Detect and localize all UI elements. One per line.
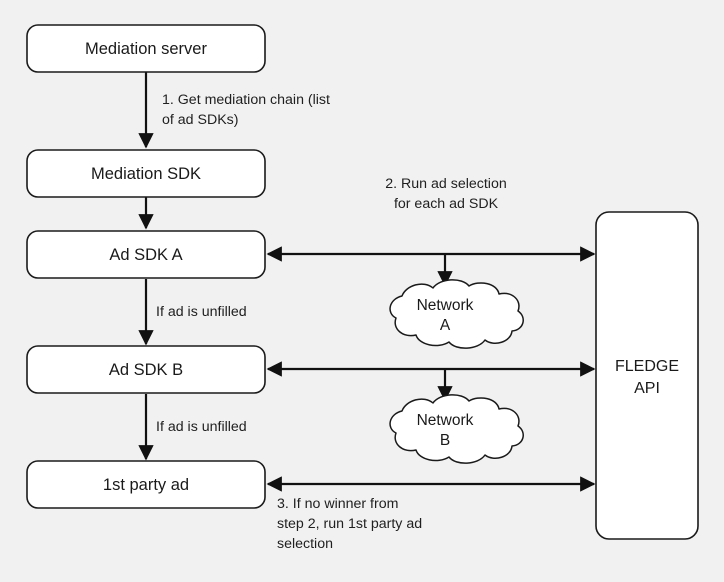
- node-mediation-sdk[interactable]: Mediation SDK: [26, 149, 266, 198]
- node-first-party-ad-label: 1st party ad: [103, 476, 189, 494]
- edge-label-step3: 3. If no winner from step 2, run 1st par…: [277, 496, 423, 552]
- edge-label-if-ad-unfilled-b: If ad is unfilled: [156, 419, 247, 435]
- node-ad-sdk-b[interactable]: Ad SDK B: [26, 345, 266, 394]
- node-network-b-cloud: [389, 394, 524, 464]
- node-ad-sdk-a-box: [26, 230, 266, 279]
- node-mediation-server[interactable]: Mediation server: [26, 24, 266, 73]
- node-first-party-ad[interactable]: 1st party ad: [26, 460, 266, 509]
- node-network-a-label-line1: Network: [417, 297, 474, 314]
- node-network-a[interactable]: Network A: [389, 279, 524, 349]
- node-network-b-label-line2: B: [440, 432, 450, 449]
- node-mediation-server-box: [26, 24, 266, 73]
- node-ad-sdk-b-box: [26, 345, 266, 394]
- node-mediation-sdk-label: Mediation SDK: [91, 165, 201, 183]
- node-network-b-label-line1: Network: [417, 412, 474, 429]
- node-ad-sdk-b-label: Ad SDK B: [109, 361, 183, 379]
- node-ad-sdk-a-label: Ad SDK A: [109, 246, 182, 264]
- node-network-a-label-line2: A: [440, 317, 451, 334]
- node-fledge-api-box: [595, 211, 699, 540]
- node-mediation-sdk-box: [26, 149, 266, 198]
- node-mediation-server-label: Mediation server: [85, 40, 207, 58]
- edge-label-step1: 1. Get mediation chain (list of ad SDKs): [162, 92, 330, 128]
- node-ad-sdk-a[interactable]: Ad SDK A: [26, 230, 266, 279]
- edge-label-step2: 2. Run ad selection for each ad SDK: [385, 176, 507, 212]
- node-network-b[interactable]: Network B: [389, 394, 524, 464]
- node-fledge-api-label-line1: FLEDGE: [615, 358, 679, 375]
- node-network-a-cloud: [389, 279, 524, 349]
- edge-label-if-ad-unfilled-a: If ad is unfilled: [156, 304, 247, 320]
- node-fledge-api-label-line2: API: [634, 380, 660, 397]
- node-fledge-api[interactable]: FLEDGE API: [595, 211, 699, 540]
- node-first-party-ad-box: [26, 460, 266, 509]
